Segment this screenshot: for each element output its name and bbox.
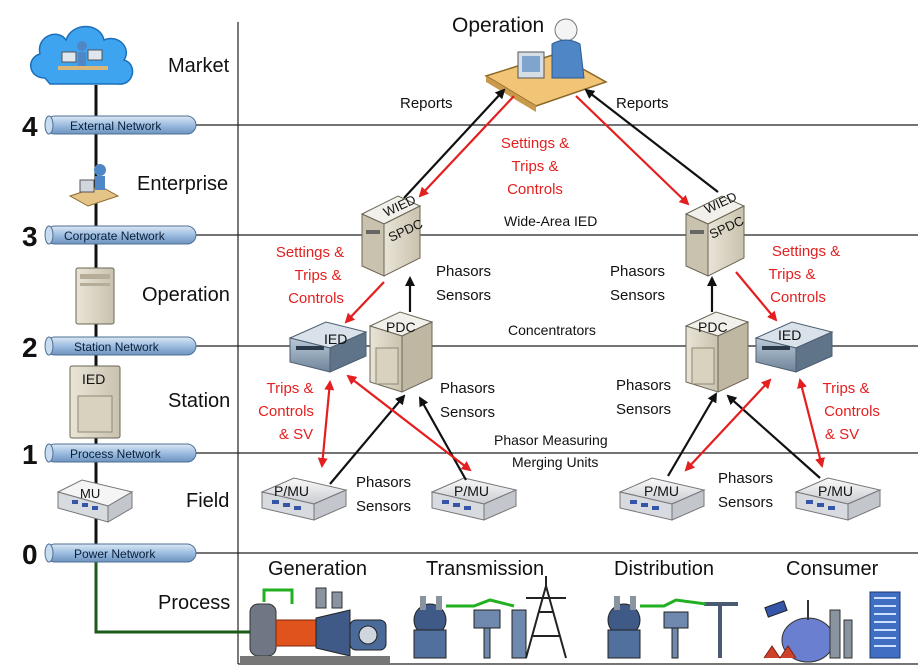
process-consumer: Consumer [786, 558, 879, 580]
ied-left [288, 321, 368, 373]
pmu-4 [794, 477, 882, 521]
pmu-desc-line-2: Merging Units [512, 454, 598, 470]
network-label-3: Corporate Network [64, 229, 166, 243]
trips-right-label: Trips & Controls & SV [823, 380, 880, 443]
network-number-3: 3 [22, 221, 38, 252]
process-generation: Generation [268, 558, 367, 580]
phasors-1: Phasors [436, 263, 491, 280]
network-pipe-3 [44, 225, 197, 245]
process-distribution: Distribution [614, 558, 714, 580]
wide-area-ied-label: Wide-Area IED [504, 213, 597, 229]
settings-right-line-2: Trips & [769, 266, 816, 283]
network-number-0: 0 [22, 539, 38, 570]
pmu-label-4: P/MU [818, 483, 853, 499]
network-number-4: 4 [22, 111, 38, 142]
phasors-3: Phasors [440, 380, 495, 397]
pmu-label-2: P/MU [454, 483, 489, 499]
network-pipe-0 [44, 543, 197, 563]
settings-left-label: Settings & Trips & Controls [276, 244, 344, 307]
trips-right-line-1: Trips & [823, 380, 870, 397]
network-label-2: Station Network [74, 340, 160, 354]
pmu-2 [430, 477, 518, 521]
ied-cabinet-icon [69, 365, 121, 439]
trips-left-line-3: & SV [279, 426, 313, 443]
settings-right-line-1: Settings & [772, 243, 840, 260]
level-station: Station [168, 390, 230, 412]
network-pipe-4 [44, 115, 197, 135]
settings-center-label: Settings & Trips & Controls [501, 135, 569, 198]
generation-plant-icon [240, 587, 390, 664]
ied-right [754, 321, 834, 373]
network-label-1: Process Network [70, 447, 162, 461]
black-arrows [329, 88, 821, 485]
pdc-label-right: PDC [698, 319, 728, 335]
settings-left-line-3: Controls [288, 290, 344, 307]
level-process: Process [158, 592, 230, 614]
sensors-4: Sensors [616, 401, 671, 418]
ied-label-left: IED [324, 331, 347, 347]
sensors-5: Sensors [356, 498, 411, 515]
settings-left-line-1: Settings & [276, 244, 344, 261]
level-enterprise: Enterprise [137, 173, 228, 195]
phasors-5: Phasors [356, 474, 411, 491]
sensors-2: Sensors [610, 287, 665, 304]
pmu-3 [618, 477, 706, 521]
cloud-icon [30, 25, 134, 85]
phasors-4: Phasors [616, 377, 671, 394]
network-number-1: 1 [22, 439, 38, 470]
settings-center-line-1: Settings & [501, 135, 569, 152]
concentrators-label: Concentrators [508, 322, 596, 338]
ied-label-right: IED [778, 327, 801, 343]
network-number-2: 2 [22, 332, 38, 363]
workstation-icon [68, 164, 120, 207]
trips-left-line-2: Controls [258, 403, 314, 420]
phasors-6: Phasors [718, 470, 773, 487]
power-feed-line [94, 560, 262, 634]
trips-left-label: Trips & Controls & SV [258, 380, 314, 443]
left-ied-label: IED [82, 371, 105, 387]
level-field: Field [186, 490, 229, 512]
settings-center-line-3: Controls [507, 181, 563, 198]
pdc-label-left: PDC [386, 319, 416, 335]
wied-spdc-left [360, 195, 422, 277]
pmu-1 [260, 477, 348, 521]
consumer-icon [763, 591, 901, 663]
sensors-1: Sensors [436, 287, 491, 304]
settings-right-label: Settings & Trips & Controls [769, 243, 841, 306]
operation-title: Operation [452, 14, 544, 37]
trips-left-line-1: Trips & [267, 380, 314, 397]
reports-left-label: Reports [400, 95, 453, 112]
phasors-sensors-labels: Phasors Sensors Phasors Sensors Phasors … [356, 263, 773, 515]
red-arrows [317, 95, 825, 472]
pmu-label-1: P/MU [274, 483, 309, 499]
pmu-desc-line-1: Phasor Measuring [494, 432, 608, 448]
network-label-0: Power Network [74, 547, 156, 561]
process-transmission: Transmission [426, 558, 544, 580]
sensors-6: Sensors [718, 494, 773, 511]
trips-right-line-3: & SV [825, 426, 859, 443]
settings-center-line-2: Trips & [512, 158, 559, 175]
mu-device-icon [56, 479, 134, 523]
reports-right-label: Reports [616, 95, 669, 112]
transmission-icon [413, 576, 567, 659]
network-pipe-2 [44, 336, 197, 356]
network-pipe-1 [44, 443, 197, 463]
pdc-right [684, 311, 750, 393]
network-label-4: External Network [70, 119, 162, 133]
server-icon [75, 267, 115, 325]
trips-right-line-2: Controls [824, 403, 880, 420]
sensors-3: Sensors [440, 404, 495, 421]
left-mu-label: MU [80, 486, 100, 501]
phasors-2: Phasors [610, 263, 665, 280]
pmu-label-3: P/MU [644, 483, 679, 499]
wied-spdc-right [684, 195, 746, 277]
distribution-icon [607, 596, 738, 659]
settings-right-line-3: Controls [770, 289, 826, 306]
operator-desk-icon [484, 18, 608, 112]
level-operation: Operation [142, 284, 230, 306]
level-market: Market [168, 55, 230, 77]
settings-left-line-2: Trips & [295, 267, 342, 284]
